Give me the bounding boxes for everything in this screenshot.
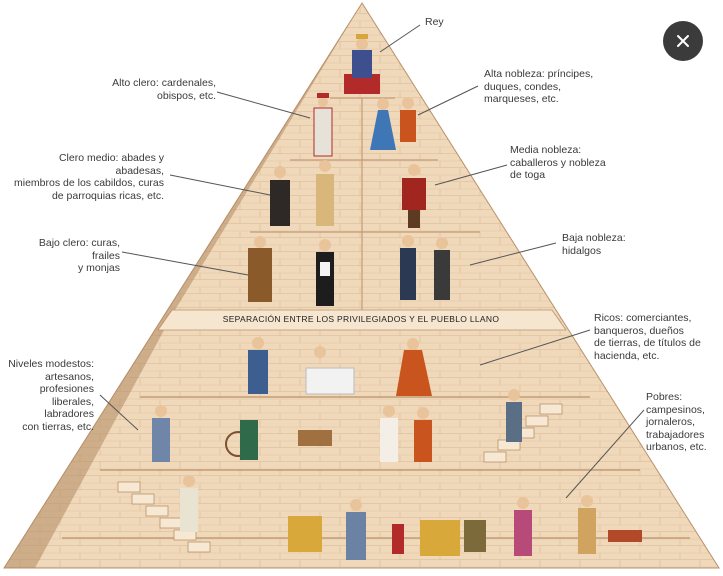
figure-pobres bbox=[180, 475, 642, 560]
label-line: y monjas bbox=[77, 262, 120, 274]
label-line: hidalgos bbox=[562, 244, 602, 257]
separation-ledge bbox=[157, 309, 567, 331]
figure-alto-clero bbox=[313, 93, 333, 157]
label-line: con tierras, etc. bbox=[22, 420, 94, 433]
label-alta-nobleza: Alta nobleza: príncipes, duques, condes,… bbox=[484, 68, 594, 106]
label-line: obispos, etc. bbox=[157, 89, 216, 102]
label-line: artesanos, bbox=[44, 370, 94, 383]
figure-alta-nobleza bbox=[370, 97, 416, 150]
label-line: Alto clero: cardenales, bbox=[112, 77, 216, 89]
label-line: campesinos, bbox=[646, 403, 705, 416]
label-line: urbanos, etc. bbox=[646, 441, 707, 453]
label-media-nobleza: Media nobleza: caballeros y nobleza de t… bbox=[510, 144, 620, 182]
figure-media-nobleza bbox=[402, 164, 426, 228]
label-clero-medio: Clero medio: abades y abadesas, miembros… bbox=[10, 152, 164, 202]
close-button[interactable] bbox=[663, 21, 703, 61]
label-line: Bajo clero: curas, frailes bbox=[38, 237, 120, 262]
stairs-left bbox=[117, 481, 211, 553]
label-baja-nobleza: Baja nobleza: hidalgos bbox=[562, 232, 642, 257]
label-ricos: Ricos: comerciantes, banqueros, dueños d… bbox=[594, 312, 719, 362]
label-line: banqueros, dueños bbox=[594, 324, 684, 337]
label-line: duques, condes, bbox=[484, 80, 562, 93]
figure-ricos bbox=[248, 337, 432, 396]
leader-lines bbox=[99, 24, 645, 499]
label-alto-clero: Alto clero: cardenales, obispos, etc. bbox=[100, 77, 216, 102]
figure-bajo-clero bbox=[248, 236, 334, 306]
figure-clero-medio bbox=[270, 160, 334, 226]
figure-niveles-modestos bbox=[152, 389, 522, 462]
stairs-right bbox=[483, 403, 563, 463]
pyramid-left-shadow bbox=[4, 3, 362, 568]
label-line: profesiones bbox=[39, 383, 94, 395]
label-line: Niveles modestos: bbox=[8, 358, 94, 370]
upper-terraces bbox=[250, 97, 480, 310]
label-line: hacienda, etc. bbox=[594, 349, 660, 362]
label-line: de tierras, de títulos de bbox=[594, 337, 701, 349]
label-rey: Rey bbox=[425, 16, 444, 29]
label-line: de toga bbox=[510, 169, 546, 181]
label-line: Clero medio: abades y abadesas, bbox=[58, 152, 164, 177]
label-line: jornaleros, bbox=[646, 416, 696, 428]
label-line: Baja nobleza: bbox=[562, 232, 626, 244]
label-bajo-clero: Bajo clero: curas, frailes y monjas bbox=[10, 237, 120, 275]
separation-label: SEPARACIÓN ENTRE LOS PRIVILEGIADOS Y EL … bbox=[222, 314, 500, 324]
figure-baja-nobleza bbox=[400, 235, 450, 300]
label-pobres: Pobres: campesinos, jornaleros, trabajad… bbox=[646, 391, 716, 454]
label-line: trabajadores bbox=[646, 428, 705, 441]
label-line: marqueses, etc. bbox=[484, 93, 559, 105]
label-rey-text: Rey bbox=[425, 16, 444, 28]
figure-rey bbox=[344, 34, 380, 94]
label-line: Media nobleza: bbox=[510, 144, 582, 156]
label-line: liberales, labradores bbox=[44, 395, 94, 421]
label-line: caballeros y nobleza bbox=[510, 156, 606, 169]
label-line: Alta nobleza: príncipes, bbox=[484, 68, 594, 80]
label-line: de parroquias ricas, etc. bbox=[51, 189, 164, 202]
label-line: Pobres: bbox=[646, 391, 683, 403]
close-icon bbox=[677, 35, 689, 47]
label-line: Ricos: comerciantes, bbox=[594, 312, 692, 324]
label-line: miembros de los cabildos, curas bbox=[14, 177, 164, 189]
label-niveles-modestos: Niveles modestos: artesanos, profesiones… bbox=[8, 358, 94, 433]
